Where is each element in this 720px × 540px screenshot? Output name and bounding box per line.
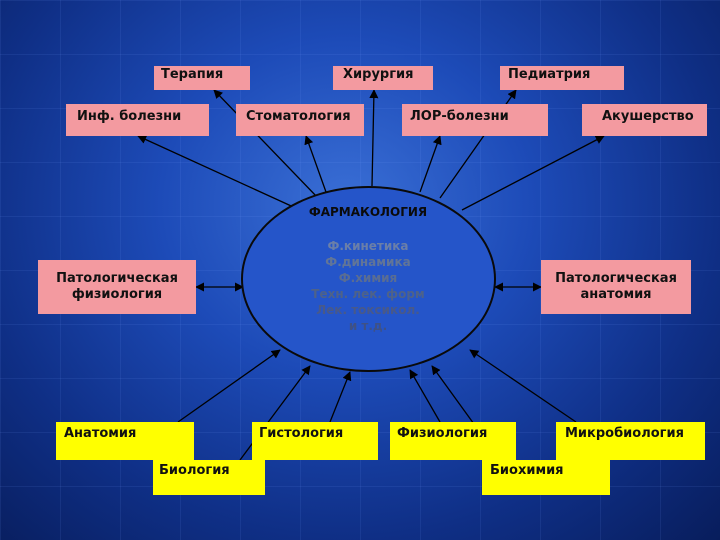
arrow-from-fiziologiya	[409, 369, 441, 423]
arrow-from-gistologiya	[329, 371, 352, 423]
arrow-from-biologiya	[239, 365, 311, 461]
box-pediatriya: Педиатрия	[500, 66, 624, 90]
arrow-to-khirurgiya	[369, 89, 379, 187]
center-topic: Техн. лек. форм	[311, 287, 425, 301]
label-gistologiya: Гистология	[259, 426, 344, 441]
center-topic: Лек. токсикол.	[316, 303, 420, 317]
box-fiziologiya: Физиология	[390, 422, 516, 460]
label-biologiya: Биология	[159, 463, 230, 478]
label-pat-anatomiya: Патологическая анатомия	[555, 271, 677, 302]
pharmacology-circle	[241, 186, 496, 372]
label-pediatriya: Педиатрия	[508, 67, 591, 82]
box-anatomiya: Анатомия	[56, 422, 194, 460]
box-inf-bolezni: Инф. болезни	[66, 104, 209, 136]
label-terapiya: Терапия	[161, 67, 224, 82]
box-pat-anatomiya: Патологическая анатомия	[541, 260, 691, 314]
label-anatomiya: Анатомия	[64, 426, 137, 441]
box-terapiya: Терапия	[154, 66, 250, 90]
box-pat-fiziologiya: Патологическая физиология	[38, 260, 196, 314]
arrow-from-anatomiya	[177, 349, 281, 423]
center-topic: Ф.химия	[338, 271, 398, 285]
arrow-to-stomatologiya	[304, 135, 327, 193]
arrow-from-mikrobiologiya	[469, 349, 577, 423]
center-topic: Ф.динамика	[325, 255, 411, 269]
label-mikrobiologiya: Микробиология	[565, 426, 684, 441]
box-lor-bolezni: ЛОР-болезни	[402, 104, 548, 136]
box-biologiya: Биология	[153, 460, 265, 495]
label-biokhimiya: Биохимия	[490, 463, 564, 478]
center-topic: и т.д.	[348, 319, 388, 333]
box-akusherstvo: Акушерство	[582, 104, 707, 136]
arrow-to-inf	[137, 135, 301, 211]
center-title: ФАРМАКОЛОГИЯ	[308, 205, 428, 219]
arrow-to-akusherstvo	[461, 135, 605, 211]
center-topic: Ф.кинетика	[327, 239, 409, 253]
label-lor-bolezni: ЛОР-болезни	[410, 109, 509, 124]
box-stomatologiya: Стоматология	[236, 104, 364, 136]
box-gistologiya: Гистология	[252, 422, 378, 460]
label-akusherstvo: Акушерство	[602, 109, 694, 124]
box-biokhimiya: Биохимия	[482, 460, 610, 495]
label-fiziologiya: Физиология	[397, 426, 488, 441]
center-topics-list: Ф.кинетика Ф.динамика Ф.химия Техн. лек.…	[268, 238, 468, 334]
label-khirurgiya: Хирургия	[343, 67, 414, 82]
label-inf-bolezni: Инф. болезни	[77, 109, 182, 124]
arrow-to-lor	[419, 135, 442, 193]
box-mikrobiologiya: Микробиология	[556, 422, 705, 460]
label-pat-fiziologiya: Патологическая физиология	[56, 271, 178, 302]
arrow-to-terapiya	[213, 89, 319, 199]
label-stomatologiya: Стоматология	[246, 109, 351, 124]
box-khirurgiya: Хирургия	[333, 66, 433, 90]
